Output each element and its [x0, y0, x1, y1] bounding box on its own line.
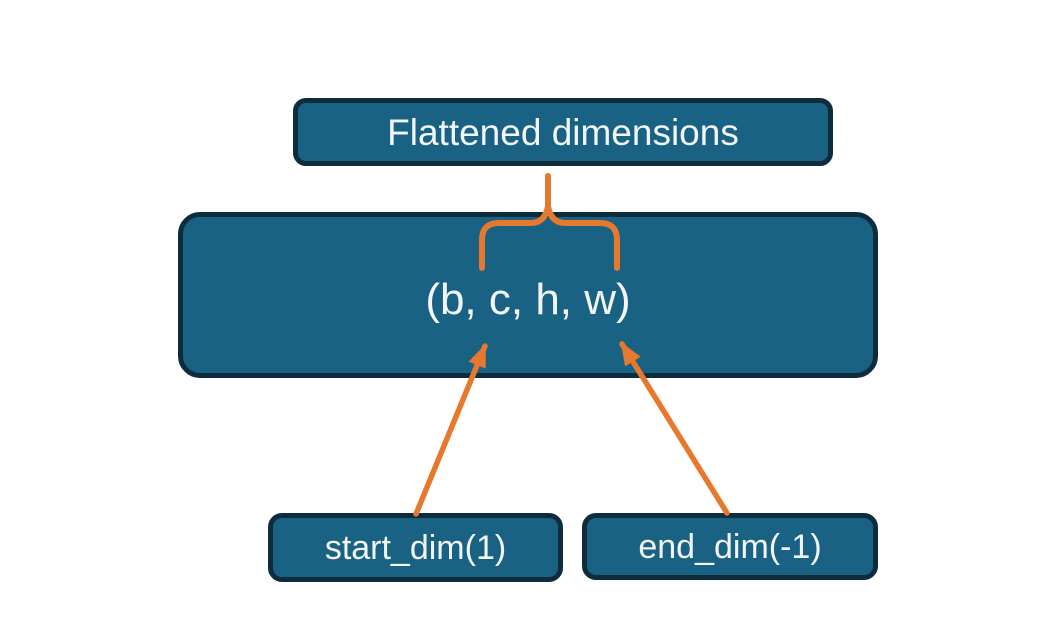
end-dim-label: end_dim(-1) [638, 527, 822, 566]
flattened-dimensions-label: Flattened dimensions [387, 111, 739, 153]
tensor-shape-label: (b, c, h, w) [425, 275, 631, 324]
start-dim-box: start_dim(1) [268, 513, 563, 582]
tensor-shape-box: (b, c, h, w) [178, 212, 878, 378]
flattened-dimensions-box: Flattened dimensions [293, 98, 833, 166]
end-dim-box: end_dim(-1) [582, 513, 878, 580]
start-dim-label: start_dim(1) [324, 528, 507, 567]
